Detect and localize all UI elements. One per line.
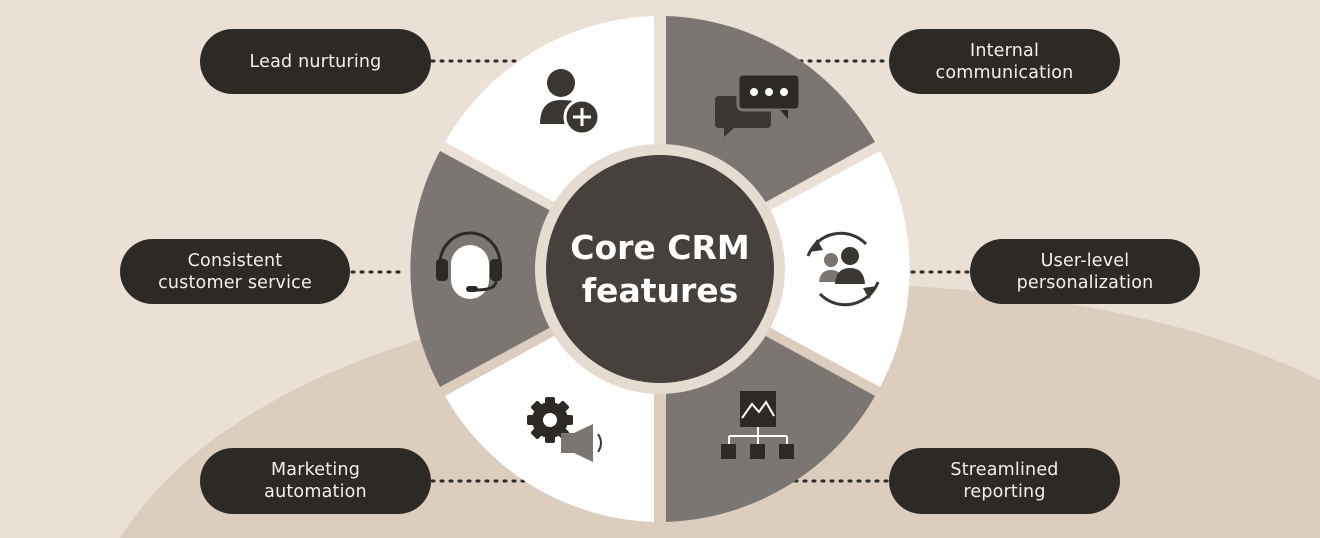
feature-streamlined-reporting: Streamlined reporting [889,448,1120,514]
feature-lead-nurturing: Lead nurturing [200,29,431,94]
feature-label: Streamlined [950,460,1059,480]
users-sync-icon [806,231,880,307]
center-circle [546,155,774,383]
feature-label: Internal [969,40,1040,61]
center-title-line2: features [581,271,739,310]
chat-bubbles-icon [715,72,802,137]
feature-consistent-customer-service: Consistent customer service [120,239,350,304]
feature-label: customer service [158,272,312,293]
feature-internal-communication: Internal communication [889,29,1120,94]
feature-label: communication [935,62,1074,83]
feature-label: personalization [1016,272,1154,293]
feature-label: User-level [1040,250,1130,271]
segment-user-level-personalization [769,151,910,387]
connectors [350,59,970,483]
feature-marketing-automation: Marketing automation [200,448,431,514]
feature-label: Marketing [270,460,361,480]
feature-label: automation [264,482,367,502]
segment-streamlined-reporting [666,335,875,522]
center-title: Core CRM features [545,154,775,384]
hierarchy-report-icon [721,391,794,459]
feature-label: Lead nurturing [249,51,382,72]
feature-label: reporting [963,482,1046,502]
feature-label: Consistent [187,250,283,271]
headset-icon [436,231,502,299]
center-title-line1: Core CRM [570,228,750,267]
gear-megaphone-icon [527,397,602,462]
feature-user-level-personalization: User-level personalization [970,239,1200,304]
user-add-icon [540,69,601,136]
